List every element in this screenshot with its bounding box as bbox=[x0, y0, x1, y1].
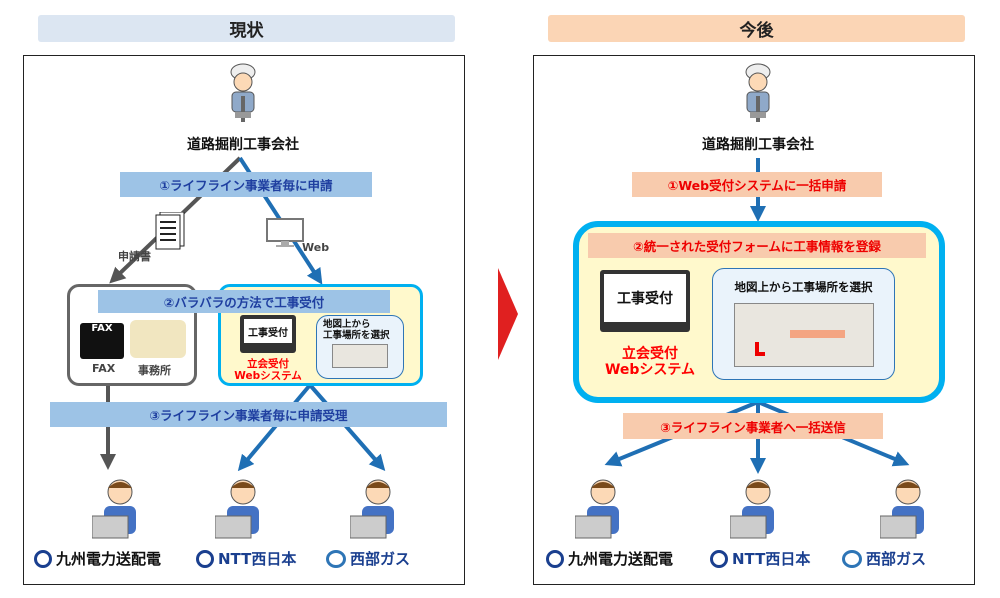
construction-worker-icon bbox=[222, 62, 264, 124]
map-thumbnail bbox=[733, 303, 874, 367]
future-header: 今後 bbox=[548, 15, 965, 42]
current-step1-banner: ①ライフライン事業者毎に申請 bbox=[120, 172, 372, 197]
reception-monitor: 工事受付 bbox=[600, 270, 690, 332]
current-header: 現状 bbox=[38, 15, 455, 42]
future-panel bbox=[533, 55, 975, 585]
fax-icon: FAX bbox=[80, 323, 124, 359]
operator-icon bbox=[574, 476, 631, 544]
web-label: Web bbox=[302, 241, 330, 254]
future-step3-banner: ③ライフライン事業者へ一括送信 bbox=[623, 413, 883, 439]
document-icon bbox=[155, 211, 185, 250]
current-company-label: 道路掘削工事会社 bbox=[187, 137, 299, 153]
office-icon bbox=[130, 320, 186, 358]
operator-icon bbox=[214, 476, 271, 544]
document-label: 申請書 bbox=[118, 250, 151, 263]
operator-icon bbox=[349, 476, 406, 544]
transition-arrow-icon bbox=[498, 268, 518, 360]
future-step1-banner: ①Web受付システムに一括申請 bbox=[632, 172, 882, 197]
reception-monitor: 工事受付 bbox=[240, 315, 296, 353]
monitor-icon bbox=[266, 218, 304, 248]
future-company-label: 道路掘削工事会社 bbox=[702, 137, 814, 153]
current-step2-banner: ②バラバラの方法で工事受付 bbox=[98, 290, 390, 313]
logo-kyuden: 九州電力送配電 bbox=[34, 548, 161, 569]
construction-worker-icon bbox=[737, 62, 779, 124]
office-label: 事務所 bbox=[138, 364, 171, 377]
logo-kyuden: 九州電力送配電 bbox=[546, 548, 673, 569]
current-step3-banner: ③ライフライン事業者毎に申請受理 bbox=[50, 402, 447, 427]
operator-icon bbox=[879, 476, 936, 544]
operator-icon bbox=[729, 476, 786, 544]
logo-saibu-gas: 西部ガス bbox=[326, 548, 410, 569]
logo-ntt-west: NTT西日本 bbox=[710, 548, 810, 569]
map-select-bubble: 地図上から工事場所を選択 bbox=[712, 268, 895, 380]
fax-label: FAX bbox=[92, 362, 116, 375]
map-select-bubble: 地図上から工事場所を選択 bbox=[316, 315, 404, 379]
operator-icon bbox=[91, 476, 148, 544]
current-panel bbox=[23, 55, 465, 585]
logo-ntt-west: NTT西日本 bbox=[196, 548, 296, 569]
map-thumbnail bbox=[332, 343, 388, 368]
future-step2-banner: ②統一された受付フォームに工事情報を登録 bbox=[588, 233, 926, 258]
logo-saibu-gas: 西部ガス bbox=[842, 548, 926, 569]
